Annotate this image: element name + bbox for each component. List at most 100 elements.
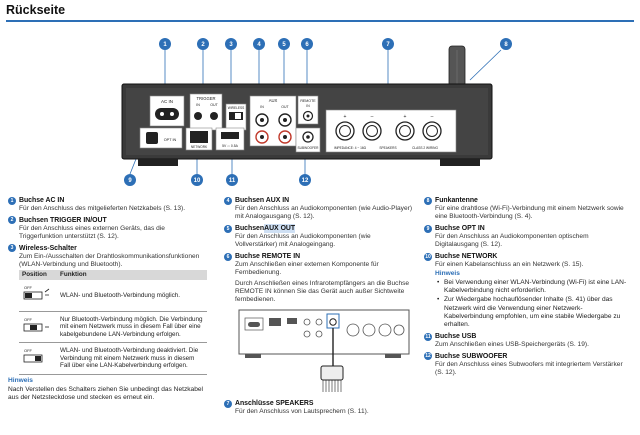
note-bullet: Bei Verwendung einer WLAN-Verbindung (Wi…	[437, 279, 632, 296]
svg-text:3: 3	[229, 42, 233, 48]
item-title: Wireless-Schalter	[19, 244, 77, 252]
number-badge: 6	[224, 252, 232, 261]
callout-1	[159, 38, 171, 50]
svg-text:REMOTE: REMOTE	[300, 99, 316, 103]
note-bullet: Zur Wiedergabe hochauflösender Inhalte (…	[437, 296, 632, 329]
note-heading: Hinweis	[435, 270, 460, 278]
switch-icon: OFF	[23, 317, 49, 332]
item-title: Buchsen AUX IN	[235, 197, 290, 204]
switch-position-2: OFF	[19, 311, 57, 344]
callout-3	[225, 38, 237, 50]
item-body-2: Durch Anschließen eines Infrarotempfänge…	[235, 279, 410, 304]
svg-text:OFF: OFF	[24, 285, 33, 290]
callout-7	[382, 38, 394, 50]
item-title: Buchse OPT IN	[435, 225, 485, 233]
function-text: WLAN- und Bluetooth-Verbindung möglich.	[57, 280, 207, 312]
svg-text:IN: IN	[260, 105, 264, 109]
note-bullets: Bei Verwendung einer WLAN-Verbindung (Wi…	[424, 279, 632, 330]
item-body: Zum Ein-/Ausschalten der Drahtloskommuni…	[19, 252, 200, 269]
opt-in-jack	[146, 132, 158, 144]
item-body: Zum Anschließen eines USB-Speichergeräts…	[435, 341, 589, 349]
rear-panel-figure: AC IN TRIGGER IN OUT WIRELESS AUX IN OUT…	[121, 38, 512, 186]
item-title: Buchse USB	[435, 333, 477, 341]
switch-position-1: OFF	[19, 280, 57, 312]
number-badge: 4	[224, 196, 232, 205]
number-badge: 12	[424, 352, 432, 361]
svg-text:OUT: OUT	[281, 105, 289, 109]
callout-9	[124, 174, 136, 186]
svg-text:OPT IN: OPT IN	[164, 138, 177, 142]
svg-text:5: 5	[282, 42, 286, 48]
number-badge: 3	[8, 244, 16, 253]
svg-text:NETWORK: NETWORK	[191, 145, 208, 149]
svg-text:IN: IN	[306, 104, 310, 108]
svg-text:–: –	[371, 114, 374, 120]
item-body: Für einen Kabelanschluss an ein Netzwerk…	[435, 261, 584, 269]
svg-text:12: 12	[302, 178, 309, 184]
table-header-function: Funktion	[57, 270, 207, 281]
svg-text:WIRELESS: WIRELESS	[228, 106, 244, 110]
note-heading: Hinweis	[8, 377, 33, 385]
svg-text:6: 6	[305, 42, 309, 48]
svg-text:4: 4	[257, 42, 261, 48]
switch-position-3: OFF	[19, 342, 57, 375]
callout-6	[301, 38, 313, 50]
switch-icon: OFF	[23, 285, 50, 300]
callout-5	[278, 38, 290, 50]
trigger-out-jack	[210, 112, 218, 120]
item-title: Anschlüsse SPEAKERS	[235, 400, 314, 408]
item-body: Für den Anschluss an Audiokomponenten op…	[435, 233, 589, 249]
svg-text:TRIGGER: TRIGGER	[196, 96, 215, 101]
item-body: Für den Anschluss eines externen Geräts,…	[19, 224, 165, 241]
network-jack	[190, 131, 208, 143]
number-badge: 5	[224, 224, 232, 233]
remote-connection-illustration	[238, 309, 410, 392]
svg-text:OUT: OUT	[210, 103, 218, 107]
item-body: Für eine drahtlose (Wi-Fi)-Verbindung mi…	[435, 205, 624, 221]
number-badge: 7	[224, 399, 232, 408]
item-body: Für den Anschluss an Audiokomponenten (w…	[235, 233, 371, 249]
item-title: Buchse AC IN	[19, 197, 65, 204]
title-bar: Rückseite	[6, 2, 634, 22]
item-body: Für den Anschluss eines Subwoofers mit i…	[435, 360, 623, 377]
number-badge: 1	[8, 196, 16, 205]
switch-icon: OFF	[23, 348, 43, 363]
callout-4	[253, 38, 265, 50]
callout-2	[197, 38, 209, 50]
callout-11	[226, 174, 238, 186]
table-row: OFF Nur Bluetooth-Verbindung möglich. Di…	[19, 311, 207, 344]
switch-position-table: Position Funktion OFF WLAN- und Bluetoot…	[19, 270, 207, 375]
svg-text:9: 9	[128, 178, 132, 184]
table-header-position: Position	[19, 270, 57, 281]
item-title: Funkantenne	[435, 197, 478, 204]
svg-text:10: 10	[194, 178, 201, 184]
table-row: OFF WLAN- und Bluetooth-Verbindung deakt…	[19, 342, 207, 375]
note-body: Nach Verstellen des Schalters ziehen Sie…	[8, 385, 204, 401]
number-badge: 10	[424, 252, 432, 261]
item-body: Für den Anschluss von Lautsprechern (S. …	[235, 408, 369, 416]
number-badge: 2	[8, 216, 16, 225]
svg-text:11: 11	[229, 178, 236, 184]
svg-text:8: 8	[504, 42, 508, 48]
item-body: Für den Anschluss an Audiokomponenten (w…	[235, 205, 413, 221]
usb-port	[221, 132, 239, 139]
item-body: Für den Anschluss des mitgelieferten Net…	[19, 205, 186, 212]
svg-text:SUBWOOFER: SUBWOOFER	[298, 146, 320, 150]
callout-10	[191, 174, 203, 186]
svg-text:SPEAKERS: SPEAKERS	[379, 146, 396, 150]
function-text: Nur Bluetooth-Verbindung möglich. Die Ve…	[57, 311, 207, 344]
ac-in-socket	[155, 108, 179, 120]
table-row: OFF WLAN- und Bluetooth-Verbindung mögli…	[19, 280, 207, 312]
number-badge: 8	[424, 196, 432, 205]
